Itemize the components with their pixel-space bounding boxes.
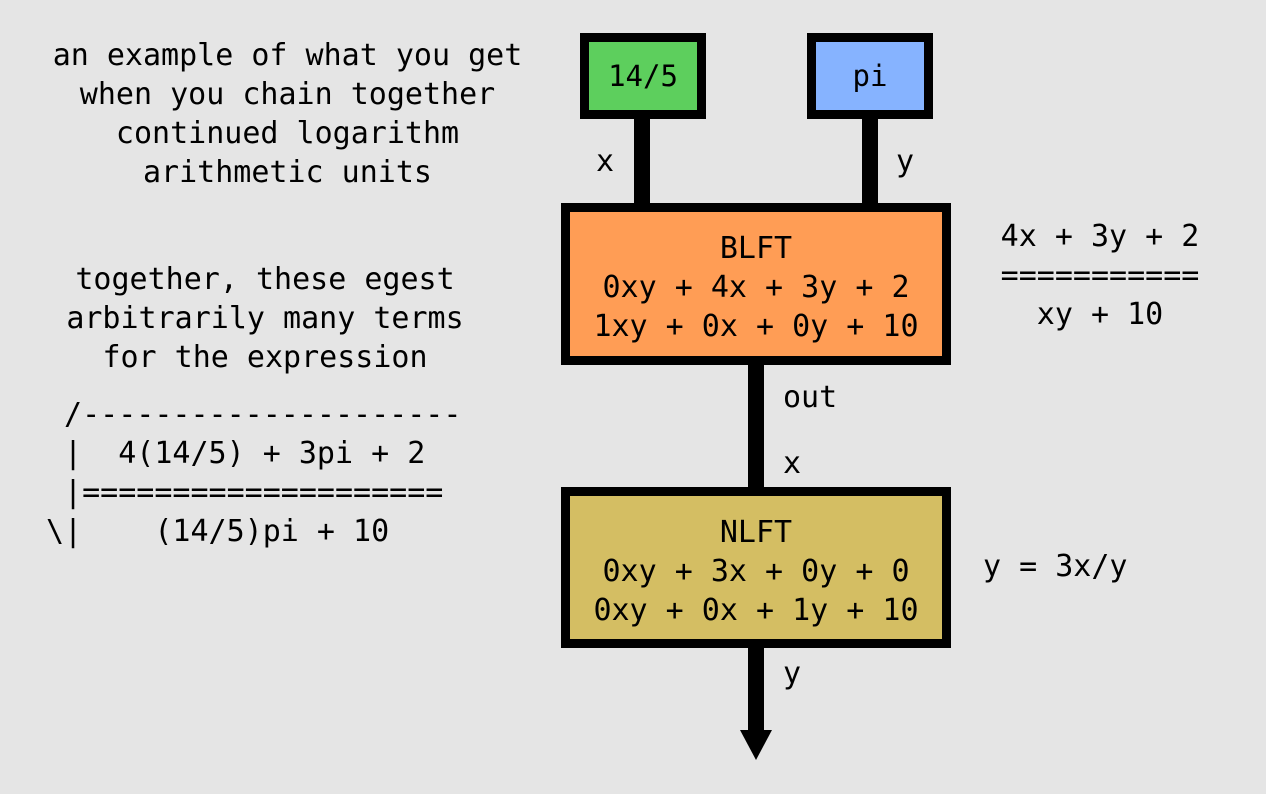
input-node-y: pi [807, 33, 933, 119]
intro2-line: arbitrarily many terms [66, 301, 464, 336]
input-x-value: 14/5 [608, 59, 678, 93]
intro-line: arithmetic units [143, 155, 432, 190]
wire-nlft-output [748, 645, 764, 735]
intro-text: an example of what you get when you chai… [20, 36, 555, 192]
wire-blft-to-nlft [748, 362, 764, 492]
blft-formula: 4x + 3y + 2 =========== xy + 10 [975, 217, 1225, 334]
intro-line: an example of what you get [52, 38, 523, 73]
blft-out-label: out [783, 380, 838, 415]
intro2-line: together, these egest [75, 262, 455, 297]
nlft-x-label: x [783, 446, 802, 481]
intro-line: when you chain together [79, 77, 496, 112]
x-input-label: x [596, 144, 615, 179]
wire-y-input [862, 116, 878, 208]
nlft-row-2: 0xy + 0x + 1y + 10 [593, 593, 919, 628]
blft-title: BLFT [719, 231, 793, 266]
formula-divider: =========== [1000, 258, 1200, 293]
y-input-label: y [896, 144, 915, 179]
wire-x-input [634, 116, 650, 208]
formula-denominator: xy + 10 [1036, 297, 1164, 332]
nlft-title: NLFT [719, 515, 793, 550]
nlft-y-label: y [783, 656, 802, 691]
blft-row-2: 1xy + 0x + 0y + 10 [593, 309, 919, 344]
output-arrow-icon [740, 730, 772, 760]
nlft-box: NLFT 0xy + 3x + 0y + 0 0xy + 0x + 1y + 1… [561, 487, 951, 648]
formula-numerator: 4x + 3y + 2 [1000, 219, 1200, 254]
expression-line: | 4(14/5) + 3pi + 2 [46, 436, 426, 471]
input-y-value: pi [852, 59, 888, 93]
expression-line: /--------------------- [46, 397, 462, 432]
expression-block: /--------------------- | 4(14/5) + 3pi +… [46, 395, 461, 551]
intro-line: continued logarithm [115, 116, 460, 151]
blft-box: BLFT 0xy + 4x + 3y + 2 1xy + 0x + 0y + 1… [561, 203, 951, 365]
nlft-formula: y = 3x/y [983, 549, 1128, 584]
input-node-x: 14/5 [580, 33, 706, 119]
blft-row-1: 0xy + 4x + 3y + 2 [602, 270, 910, 305]
intro2-line: for the expression [102, 340, 428, 375]
intro2-text: together, these egest arbitrarily many t… [20, 260, 510, 377]
nlft-row-1: 0xy + 3x + 0y + 0 [602, 554, 910, 589]
expression-line: \| (14/5)pi + 10 [46, 514, 390, 549]
expression-line: |==================== [46, 475, 444, 510]
